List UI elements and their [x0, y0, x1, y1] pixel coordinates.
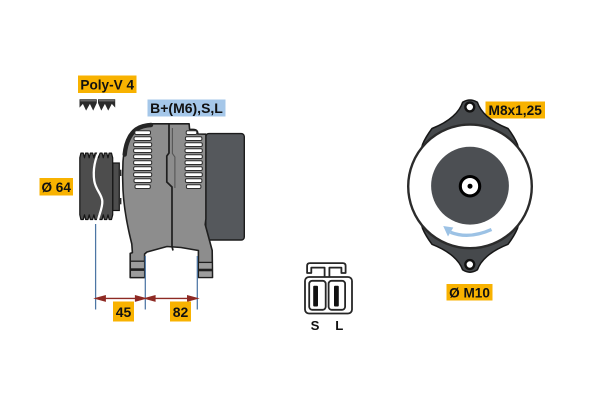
svg-text:Poly-V 4: Poly-V 4	[80, 77, 134, 92]
svg-text:B+(M6),S,L: B+(M6),S,L	[150, 100, 223, 116]
svg-text:L: L	[335, 318, 343, 333]
svg-text:45: 45	[116, 304, 132, 320]
svg-text:Ø M10: Ø M10	[449, 286, 490, 301]
svg-text:S: S	[311, 318, 320, 333]
svg-text:82: 82	[173, 304, 189, 320]
svg-text:Ø 64: Ø 64	[41, 180, 71, 195]
svg-text:M8x1,25: M8x1,25	[489, 103, 543, 118]
